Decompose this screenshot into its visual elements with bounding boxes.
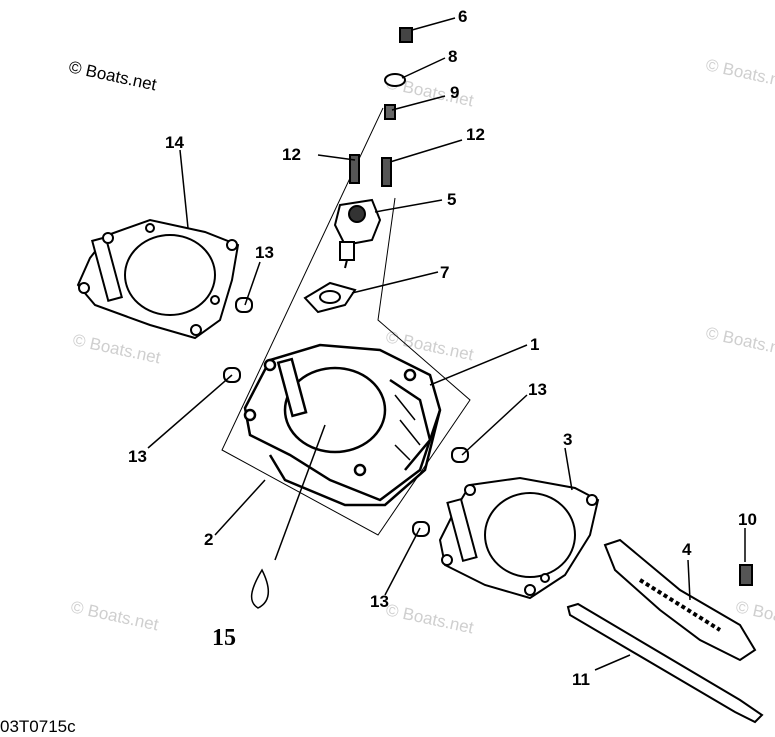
part-15-drop-icon <box>250 568 270 609</box>
small-parts <box>349 27 413 187</box>
callout-9: 9 <box>450 83 459 102</box>
watermark-7: © Boats.net <box>384 600 475 637</box>
callout-12-left: 12 <box>282 145 301 164</box>
copyright-text: © Boats.net <box>67 57 158 94</box>
callout-14: 14 <box>165 133 184 152</box>
callout-4: 4 <box>682 540 692 559</box>
watermark-3: © Boats.net <box>71 330 162 367</box>
callout-11: 11 <box>572 670 590 689</box>
part-3-gasket <box>438 476 600 600</box>
callouts: 6 8 9 12 12 5 7 14 13 13 1 13 3 13 2 4 1… <box>128 7 757 689</box>
callout-2: 2 <box>204 530 213 549</box>
part-14-gasket <box>76 218 240 340</box>
part-1-cylinder <box>243 343 442 507</box>
part-4-11-guides <box>566 538 764 724</box>
assembly-outline <box>221 107 471 536</box>
diagram-code: 03T0715c <box>0 717 76 736</box>
watermark-2: © Boats.net <box>704 55 775 92</box>
part-5-tensioner <box>333 198 382 269</box>
callout-15: 15 <box>212 625 236 651</box>
callout-3: 3 <box>563 430 572 449</box>
callout-13-bottom: 13 <box>370 592 389 611</box>
callout-13-top: 13 <box>255 243 274 262</box>
watermark-5: © Boats.net <box>704 323 775 360</box>
callout-6: 6 <box>458 7 467 26</box>
callout-13-right: 13 <box>528 380 547 399</box>
callout-5: 5 <box>447 190 456 209</box>
callout-10: 10 <box>738 510 757 529</box>
leader-lines <box>147 17 746 671</box>
callout-13-left: 13 <box>128 447 147 466</box>
callout-8: 8 <box>448 47 457 66</box>
watermark-6: © Boats.net <box>69 597 160 634</box>
part-7-gasket <box>303 281 357 314</box>
callout-12-right: 12 <box>466 125 485 144</box>
callout-1: 1 <box>530 335 539 354</box>
callout-7: 7 <box>440 263 449 282</box>
